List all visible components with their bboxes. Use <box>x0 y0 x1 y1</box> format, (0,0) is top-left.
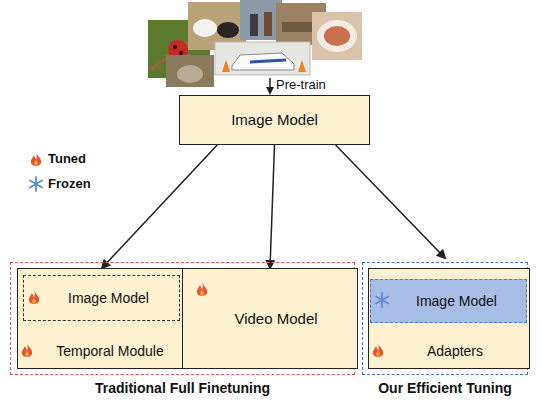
box-label: Adapters <box>385 343 525 359</box>
box-label: Image Model <box>40 290 177 306</box>
photo-detail <box>250 60 286 62</box>
box-label: Video Model <box>199 310 353 327</box>
snowflake-icon <box>30 177 42 191</box>
cone <box>298 60 306 72</box>
dog <box>193 19 217 37</box>
arrow-connector <box>336 145 445 258</box>
model-box: Adapters Image Model <box>368 268 530 369</box>
pretrain-arrow <box>269 78 271 93</box>
arrow-connector <box>270 145 275 268</box>
flame-icon <box>22 343 32 357</box>
group-heading: Traditional Full Finetuning <box>0 380 384 396</box>
model-box: Image Model <box>179 95 370 145</box>
module-box: Image Model <box>23 275 180 321</box>
box-label: Temporal Module <box>36 343 184 359</box>
snowflake-icon <box>376 293 388 307</box>
cat <box>177 65 203 83</box>
group-region: Our Efficient TuningAdaptersImage Model <box>362 262 528 375</box>
car <box>232 53 294 70</box>
group-heading: Our Efficient Tuning <box>333 380 541 396</box>
step-label: Pre-train <box>276 77 326 92</box>
legend-label: Tuned <box>48 151 86 166</box>
photo-detail <box>250 14 258 36</box>
photo <box>240 0 282 40</box>
photo-detail <box>264 12 272 36</box>
photo-detail <box>179 51 183 55</box>
flame-icon <box>373 343 383 357</box>
model-box: Video Model <box>182 268 358 369</box>
dog <box>217 22 239 38</box>
group-region: Traditional Full FinetuningTemporal Modu… <box>10 262 355 375</box>
flame-icon <box>29 290 39 304</box>
photo <box>312 12 362 60</box>
model-box: Temporal Module Image Model <box>17 268 187 369</box>
food <box>324 26 350 46</box>
cone <box>222 60 230 72</box>
photo <box>166 55 214 87</box>
box-label: Image Model <box>186 111 363 128</box>
box-label: Image Model <box>389 293 524 309</box>
flame-icon <box>197 282 207 296</box>
frozen-box: Image Model <box>370 279 527 323</box>
plate <box>317 20 357 52</box>
legend-label: Frozen <box>48 176 91 191</box>
photo-detail <box>173 45 177 49</box>
flame-icon <box>31 152 41 166</box>
photo <box>215 42 310 75</box>
arrow-connector <box>102 145 217 268</box>
